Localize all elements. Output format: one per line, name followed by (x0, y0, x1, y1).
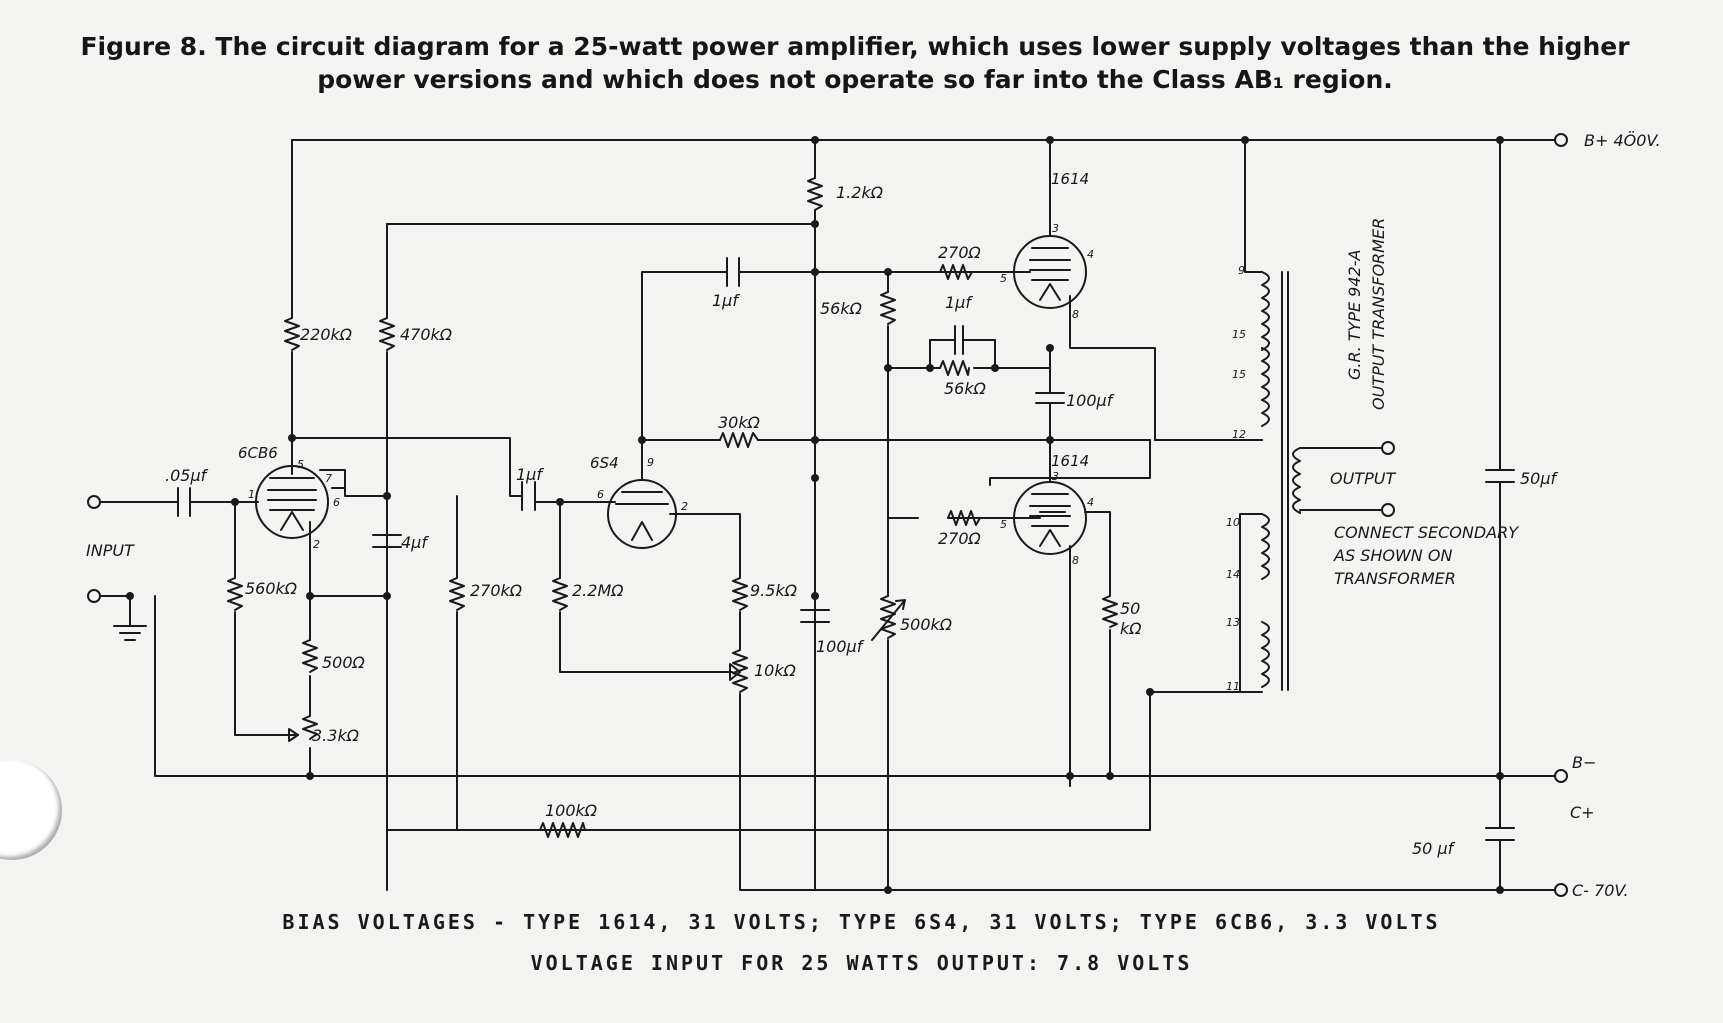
tap-label: 12 (1232, 428, 1246, 441)
resistors (227, 177, 1118, 838)
tap-label: 15 (1232, 368, 1246, 381)
pin-label: 2 (681, 500, 688, 513)
transformer-note-1: CONNECT SECONDARY (1334, 523, 1519, 542)
bias-voltages-note: BIAS VOLTAGES - TYPE 1614, 31 VOLTS; TYP… (282, 910, 1441, 934)
label-r-10k: 10kΩ (754, 661, 797, 680)
pin-label: 5 (1000, 272, 1007, 285)
pin-label: 1 (248, 488, 255, 501)
pin-label: 7 (325, 472, 332, 485)
label-r-9k5: 9.5kΩ (750, 581, 798, 600)
tap-label: 10 (1226, 516, 1240, 529)
label-c-in: .05μf (165, 466, 209, 485)
tube-v1-6cb6 (255, 465, 329, 539)
capacitors (177, 257, 1515, 841)
transformer-type-label: G.R. TYPE 942-A (1345, 250, 1364, 380)
tube-v4-1614 (1013, 481, 1087, 555)
b-plus-label: B+ 4Ö0V. (1584, 131, 1661, 150)
label-r-560k: 560kΩ (245, 579, 298, 598)
labels: 6CB6 6S4 1614 1614 INPUT B+ 4Ö0V. B− C+ … (86, 131, 1661, 900)
pin-label: 6 (333, 496, 340, 509)
wiring (99, 139, 1556, 891)
ground-symbol (113, 625, 147, 641)
label-r-220k: 220kΩ (300, 325, 353, 344)
transformer-note-2: AS SHOWN ON (1333, 546, 1452, 565)
figure-caption: Figure 8. The circuit diagram for a 25-w… (40, 30, 1670, 96)
label-r-30k: 30kΩ (718, 413, 761, 432)
pin-label: 4 (1087, 248, 1094, 261)
tube-v2-6s4 (607, 479, 677, 549)
label-r-270-b: 270Ω (938, 529, 982, 548)
tap-label: 13 (1226, 616, 1240, 629)
tap-label: 11 (1226, 680, 1240, 693)
label-r-470k: 470kΩ (400, 325, 453, 344)
label-r-50k-b: kΩ (1120, 619, 1142, 638)
label-c-1uf-top: 1μf (712, 291, 740, 310)
label-c-50uf-b: 50 μf (1412, 839, 1456, 858)
label-r-500: 500Ω (322, 653, 366, 672)
output-label: OUTPUT (1330, 469, 1396, 488)
tube-label-v4: 1614 (1051, 452, 1089, 470)
pin-label: 4 (1087, 496, 1094, 509)
transformer-name-label: OUTPUT TRANSFORMER (1369, 218, 1388, 410)
caption-line-2: power versions and which does not operat… (317, 65, 1393, 94)
input-voltage-note: VOLTAGE INPUT FOR 25 WATTS OUTPUT: 7.8 V… (530, 951, 1193, 975)
pin-label: 3 (1052, 222, 1059, 235)
pin-label: 2 (313, 538, 320, 551)
caption-line-1: Figure 8. The circuit diagram for a 25-w… (80, 32, 1630, 61)
label-r-270k: 270kΩ (470, 581, 523, 600)
pin-label: 6 (597, 488, 604, 501)
label-c-100uf-a: 100μf (816, 637, 865, 656)
c-plus-label: C+ (1570, 803, 1595, 822)
terminals (87, 133, 1568, 897)
label-r-500k: 500kΩ (900, 615, 953, 634)
label-r-2m2: 2.2MΩ (572, 581, 624, 600)
pin-label: 8 (1072, 554, 1079, 567)
c-minus-label: C- 70V. (1572, 881, 1629, 900)
label-r-56k-a: 56kΩ (820, 299, 863, 318)
label-c-100uf-b: 100μf (1066, 391, 1115, 410)
pin-label: 9 (647, 456, 654, 469)
label-c-1uf-b: 1μf (945, 293, 973, 312)
output-transformer (1239, 271, 1301, 693)
tube-label-v3: 1614 (1051, 170, 1089, 188)
pin-label: 3 (1052, 470, 1059, 483)
pin-label: 5 (1000, 518, 1007, 531)
tube-label-v1: 6CB6 (238, 444, 278, 462)
junction-dots (126, 136, 1504, 894)
pin-label: 5 (297, 458, 304, 471)
input-label: INPUT (86, 541, 135, 560)
label-c-coupling: 1μf (516, 465, 544, 484)
label-r-3k3: 3.3kΩ (312, 726, 360, 745)
tube-label-v2: 6S4 (590, 454, 619, 472)
transformer-note-3: TRANSFORMER (1334, 569, 1456, 588)
label-r-100k: 100kΩ (545, 801, 598, 820)
label-c-4uf: 4μf (401, 533, 429, 552)
label-r-50k-a: 50 (1120, 599, 1140, 618)
label-r-56k-b: 56kΩ (944, 379, 987, 398)
b-minus-label: B− (1572, 753, 1596, 772)
tap-label: 15 (1232, 328, 1246, 341)
tap-label: 14 (1226, 568, 1240, 581)
pin-label: 8 (1072, 308, 1079, 321)
label-r-1k2: 1.2kΩ (836, 183, 884, 202)
tap-label: 9 (1238, 264, 1245, 277)
label-c-50uf-a: 50μf (1520, 469, 1559, 488)
label-r-270-a: 270Ω (938, 243, 982, 262)
tube-v3-1614 (1013, 159, 1087, 309)
